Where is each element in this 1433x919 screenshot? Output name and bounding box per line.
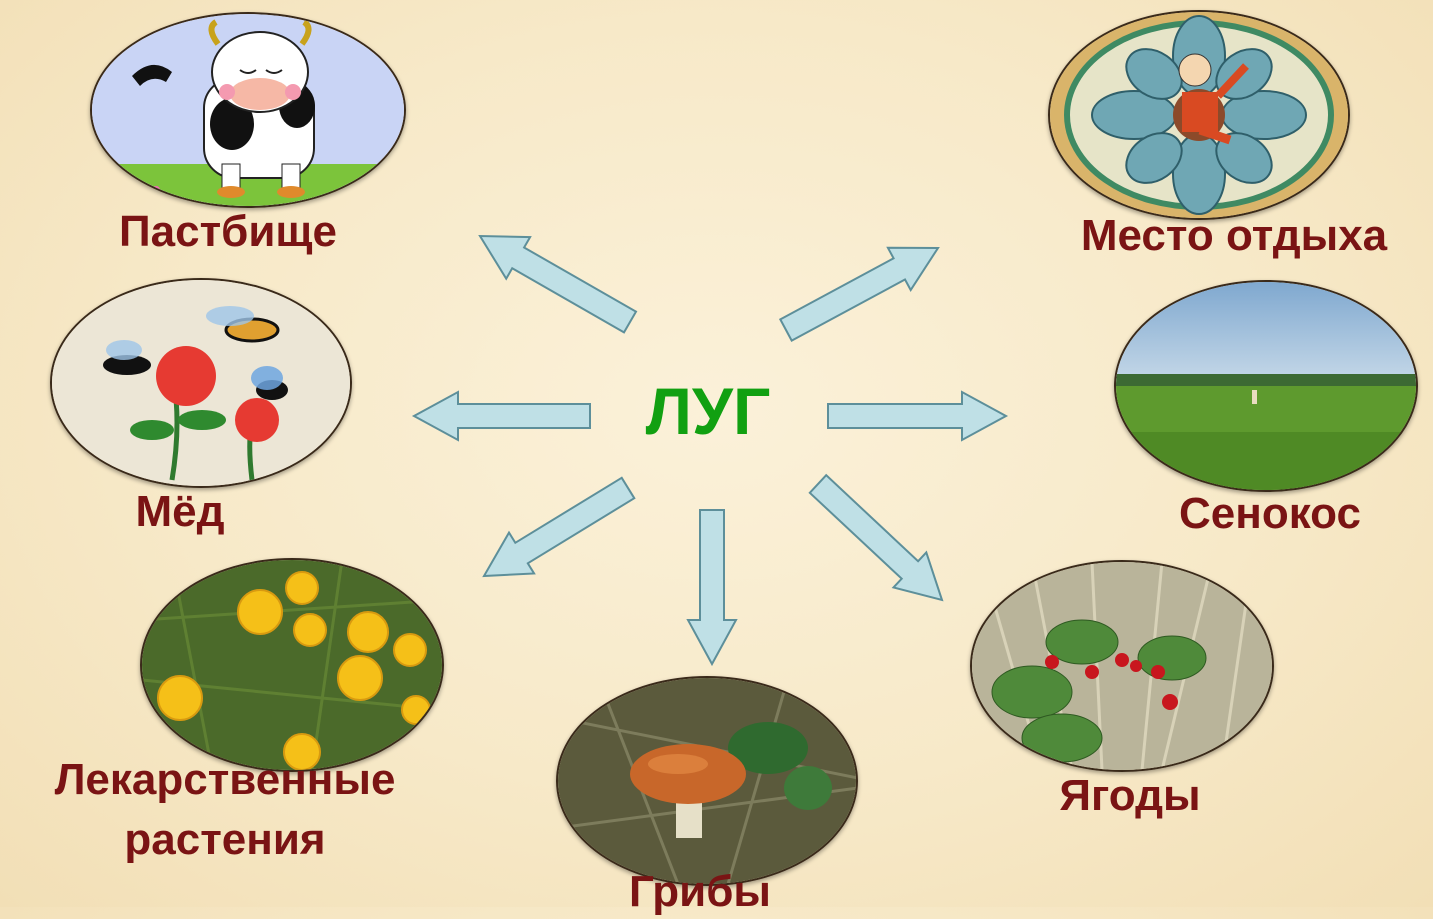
- honey-image: [50, 278, 352, 488]
- berries-image: [970, 560, 1274, 772]
- haymaking-image: [1114, 280, 1418, 492]
- arrow-to-rest: [780, 248, 938, 341]
- medicinal-image: [140, 558, 444, 772]
- mushrooms-label: Грибы: [600, 866, 800, 919]
- rest-label: Место отдыха: [1044, 210, 1424, 263]
- center-label: ЛУГ: [608, 378, 808, 444]
- medicinal-label-line1: Лекарственные: [10, 754, 440, 807]
- pasture-label: Пастбище: [88, 206, 368, 259]
- arrow-to-mushrooms: [688, 510, 736, 664]
- mushrooms-image: [556, 676, 858, 886]
- arrow-to-berries: [810, 475, 942, 600]
- arrow-to-medicinal: [484, 478, 634, 576]
- arrow-to-pasture: [480, 236, 636, 332]
- arrow-to-honey: [414, 392, 590, 440]
- berries-label: Ягоды: [1030, 770, 1230, 823]
- medicinal-label-line2: растения: [40, 814, 410, 867]
- rest-image: [1048, 10, 1350, 220]
- pasture-image: [90, 12, 406, 208]
- honey-label: Мёд: [90, 486, 270, 539]
- arrow-to-haymaking: [828, 392, 1006, 440]
- haymaking-label: Сенокос: [1130, 488, 1410, 541]
